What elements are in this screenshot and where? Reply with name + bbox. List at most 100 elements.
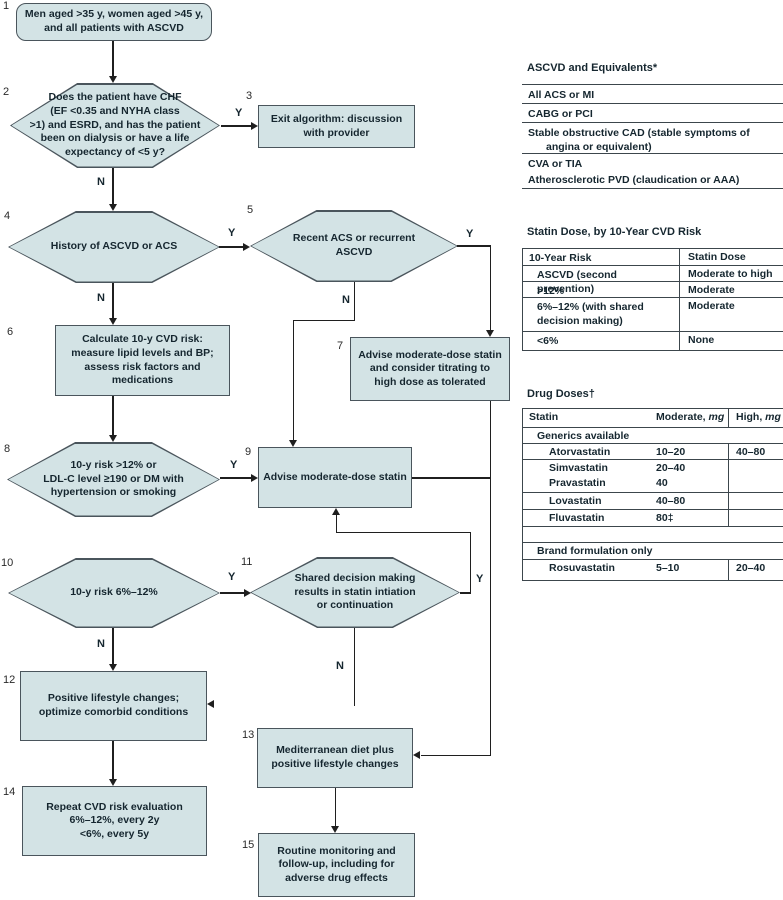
table-row: Atherosclerotic PVD (claudication or AAA… bbox=[528, 174, 740, 186]
node-shared-decision-label: Shared decision making results in statin… bbox=[294, 572, 416, 612]
edge-label-no: N bbox=[336, 660, 344, 672]
node-risk-6-12: 10-y risk 6%–12% bbox=[8, 558, 220, 628]
node-10-number: 10 bbox=[1, 557, 14, 569]
node-calculate-risk: Calculate 10-y CVD risk: measure lipid l… bbox=[55, 325, 230, 396]
dose-cell: Moderate bbox=[688, 284, 735, 296]
table-row: CABG or PCI bbox=[522, 103, 783, 122]
risk-cell: 6%–12% (with shared decision making) bbox=[523, 298, 680, 331]
edge-label-no: N bbox=[97, 176, 105, 188]
connector-10-12 bbox=[112, 628, 114, 665]
table-row: Stable obstructive CAD (stable symptoms … bbox=[522, 122, 783, 153]
statin-dose-table: 10-Year Risk Statin Dose ASCVD (second p… bbox=[522, 248, 783, 351]
arrowhead-into-9-bottom bbox=[332, 508, 341, 515]
connector-9-rail bbox=[412, 477, 490, 479]
table-row: Lovastatin 40–80 bbox=[523, 492, 783, 509]
dose-cell: None bbox=[688, 334, 715, 346]
node-advise-moderate-label: Advise moderate-dose statin bbox=[263, 470, 407, 483]
statin-name: Simvastatin bbox=[549, 462, 608, 474]
connector-5-9-v1 bbox=[353, 282, 355, 321]
section-label: Brand formulation only bbox=[537, 545, 653, 557]
moderate-dose: 80‡ bbox=[656, 510, 729, 526]
column-header: High, mg bbox=[736, 411, 781, 423]
arrowhead-into-13 bbox=[413, 751, 420, 760]
dose-cell: Moderate bbox=[688, 300, 735, 312]
risk-cell: >12% bbox=[523, 282, 680, 299]
table-row: All ACS or MI bbox=[522, 84, 783, 103]
connector-4-6 bbox=[112, 283, 114, 320]
connector-6-8 bbox=[112, 396, 114, 436]
statin-name: Pravastatin bbox=[549, 477, 606, 489]
connector-11-9-h1 bbox=[460, 592, 471, 594]
connector-rail-v bbox=[489, 401, 491, 756]
connector-12-14 bbox=[112, 741, 114, 780]
column-header: Statin Dose bbox=[688, 251, 746, 263]
connector-2-3 bbox=[221, 125, 252, 127]
arrowhead-into-6 bbox=[108, 318, 117, 325]
edge-label-no: N bbox=[97, 292, 105, 304]
statin-name: Atorvastatin bbox=[549, 446, 611, 458]
node-routine-monitoring-label: Routine monitoring and follow-up, includ… bbox=[277, 844, 396, 884]
node-chf-decision-label: Does the patient have CHF (EF <0.35 and … bbox=[29, 91, 201, 158]
empty-cell bbox=[729, 527, 783, 542]
ascvd-table-title: ASCVD and Equivalents* bbox=[527, 62, 658, 74]
empty-cell bbox=[523, 527, 729, 542]
edge-label-yes: Y bbox=[235, 107, 243, 119]
statin-name: Rosuvastatin bbox=[549, 562, 615, 574]
node-7-number: 7 bbox=[337, 340, 344, 352]
node-advise-moderate: Advise moderate-dose statin bbox=[258, 447, 412, 508]
empty-cell bbox=[729, 543, 783, 559]
connector-11-n-v bbox=[353, 628, 355, 706]
node-routine-monitoring: Routine monitoring and follow-up, includ… bbox=[258, 833, 415, 897]
arrowhead-into-4 bbox=[108, 204, 117, 211]
table-row: Pravastatin 40 bbox=[523, 475, 783, 492]
edge-label-yes: Y bbox=[466, 228, 474, 240]
edge-label-yes: Y bbox=[228, 571, 236, 583]
connector-11-9-h2 bbox=[335, 531, 471, 533]
node-mediterranean-diet: Mediterranean diet plus positive lifesty… bbox=[257, 728, 413, 788]
moderate-dose: 40 bbox=[656, 475, 729, 492]
connector-4-5 bbox=[219, 246, 244, 248]
connector-5-7-h bbox=[457, 245, 491, 247]
node-mediterranean-diet-label: Mediterranean diet plus positive lifesty… bbox=[271, 744, 399, 770]
node-lifestyle-changes-label: Positive lifestyle changes; optimize com… bbox=[38, 692, 189, 718]
edge-label-yes: Y bbox=[228, 227, 236, 239]
node-history-ascvd: History of ASCVD or ACS bbox=[8, 211, 220, 283]
statin-name: Fluvastatin bbox=[549, 512, 605, 524]
node-6-number: 6 bbox=[7, 326, 14, 338]
table-subheader-row: Generics available bbox=[523, 427, 783, 443]
edge-label-no: N bbox=[342, 294, 350, 306]
high-dose: 20–40 bbox=[736, 562, 766, 574]
table-row: Atorvastatin 10–20 40–80 bbox=[523, 443, 783, 459]
node-calculate-risk-label: Calculate 10-y CVD risk: measure lipid l… bbox=[71, 333, 214, 387]
drug-doses-table-title: Drug Doses† bbox=[527, 388, 595, 400]
node-repeat-evaluation-label: Repeat CVD risk evaluation 6%–12%, every… bbox=[46, 800, 183, 840]
node-start: Men aged >35 y, women aged >45 y, and al… bbox=[16, 3, 212, 41]
moderate-dose: 40–80 bbox=[656, 493, 729, 509]
node-advise-titrate-label: Advise moderate-dose statin and consider… bbox=[358, 348, 502, 388]
node-start-label: Men aged >35 y, women aged >45 y, and al… bbox=[24, 8, 204, 34]
connector-5-9-h bbox=[292, 319, 355, 321]
node-recent-acs-label: Recent ACS or recurrent ASCVD bbox=[292, 232, 416, 258]
arrowhead-into-7 bbox=[486, 330, 495, 337]
table-spacer-row bbox=[523, 526, 783, 542]
edge-label-yes: Y bbox=[230, 459, 238, 471]
node-13-number: 13 bbox=[242, 729, 255, 741]
node-11-number: 11 bbox=[241, 556, 253, 568]
column-header: 10-Year Risk bbox=[523, 249, 680, 266]
table-row: Fluvastatin 80‡ bbox=[523, 509, 783, 526]
arrowhead-into-3 bbox=[251, 121, 258, 130]
node-risk-gt12: 10-y risk >12% or LDL-C level ≥190 or DM… bbox=[7, 442, 220, 517]
high-dose bbox=[729, 460, 783, 475]
node-advise-titrate: Advise moderate-dose statin and consider… bbox=[350, 337, 510, 401]
connector-5-7-v bbox=[489, 245, 491, 330]
table-row: 6%–12% (with shared decision making) Mod… bbox=[523, 297, 783, 331]
connector-1-2 bbox=[112, 41, 114, 77]
statin-dose-table-title: Statin Dose, by 10-Year CVD Risk bbox=[527, 226, 702, 238]
table-row: <6% None bbox=[523, 331, 783, 350]
high-dose bbox=[729, 510, 783, 526]
arrowhead-into-9-left bbox=[251, 473, 258, 482]
connector-rail-13-h bbox=[421, 754, 490, 756]
empty-cell bbox=[729, 428, 783, 443]
high-dose bbox=[729, 493, 783, 509]
risk-cell: ASCVD (second prevention) bbox=[523, 266, 680, 297]
